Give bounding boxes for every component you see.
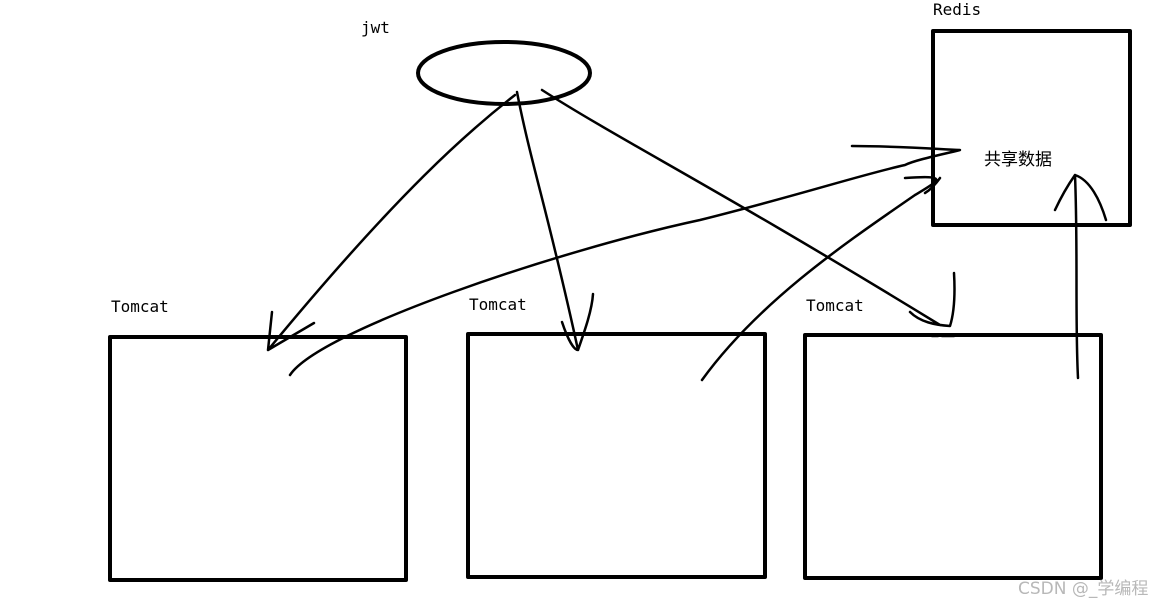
tomcat-label-2: Tomcat [469,295,527,314]
arrow-jwt-to-tomcat-3 [540,88,956,328]
arrow-tomcat-1-to-redis [288,144,962,377]
tomcat-box-2 [466,332,767,579]
shared-data-label: 共享数据 [984,150,1052,170]
arrow-tomcat-3-to-redis [1053,173,1108,380]
jwt-ellipse [416,40,592,106]
watermark: CSDN @_学编程 [1018,579,1149,599]
tomcat-box-1 [108,335,408,582]
tomcat-label-1: Tomcat [111,297,169,316]
dashes-tomcat [236,332,956,339]
arrow-tomcat-2-to-redis [700,175,942,382]
arrow-jwt-to-tomcat-2 [515,90,595,352]
jwt-label: jwt [361,18,390,37]
redis-box [931,29,1132,227]
tomcat-label-3: Tomcat [806,296,864,315]
redis-label: Redis [933,0,982,19]
arrow-jwt-to-tomcat-1 [266,93,517,352]
tomcat-box-3 [803,333,1103,580]
